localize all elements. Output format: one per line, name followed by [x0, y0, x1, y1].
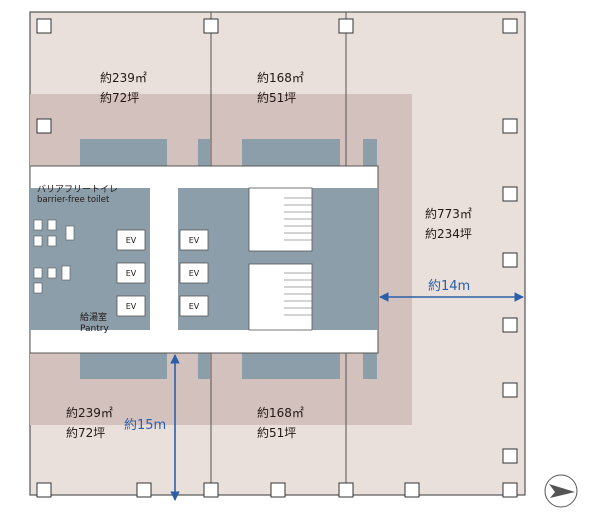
pantry-label-jp: 給湯室 [80, 311, 107, 323]
stair-treads [284, 197, 312, 316]
ev-label: EV [189, 302, 200, 311]
toilet-label-jp: バリアフリートイレ [37, 184, 118, 195]
area-5-sqm: 約168㎡ [257, 405, 304, 420]
elevator-labels: EV EV EV EV EV EV [126, 236, 200, 311]
area-3-sqm: 約773㎡ [425, 206, 472, 221]
ev-label: EV [189, 269, 200, 278]
area-1-sqm: 約239㎡ [100, 70, 147, 85]
area-3-tsubo: 約234坪 [425, 226, 472, 241]
ev-label: EV [126, 269, 137, 278]
vertical-dimension-label: 約15m [124, 418, 166, 433]
ev-label: EV [126, 302, 137, 311]
area-4-tsubo: 約72坪 [66, 425, 105, 440]
pantry-label-en: Pantry [80, 324, 109, 334]
toilet-label-en: barrier-free toilet [37, 195, 110, 205]
ev-label: EV [126, 236, 137, 245]
area-4-sqm: 約239㎡ [66, 405, 113, 420]
ev-label: EV [189, 236, 200, 245]
elevators [116, 229, 209, 317]
stair-boxes [248, 187, 313, 331]
area-2-tsubo: 約51坪 [257, 90, 296, 105]
area-labels: 約239㎡ 約72坪 約168㎡ 約51坪 約773㎡ 約234坪 約239㎡ … [66, 70, 472, 440]
horizontal-dimension-label: 約14m [428, 279, 470, 294]
north-arrow-icon [544, 474, 578, 508]
area-2-sqm: 約168㎡ [257, 70, 304, 85]
area-5-tsubo: 約51坪 [257, 425, 296, 440]
area-1-tsubo: 約72坪 [100, 90, 139, 105]
toilet-fixtures [33, 219, 75, 294]
grid-lines [210, 12, 347, 495]
core-blocks [80, 139, 377, 379]
room-labels: バリアフリートイレ barrier-free toilet 給湯室 Pantry [37, 184, 118, 334]
perimeter-windows [36, 18, 518, 498]
